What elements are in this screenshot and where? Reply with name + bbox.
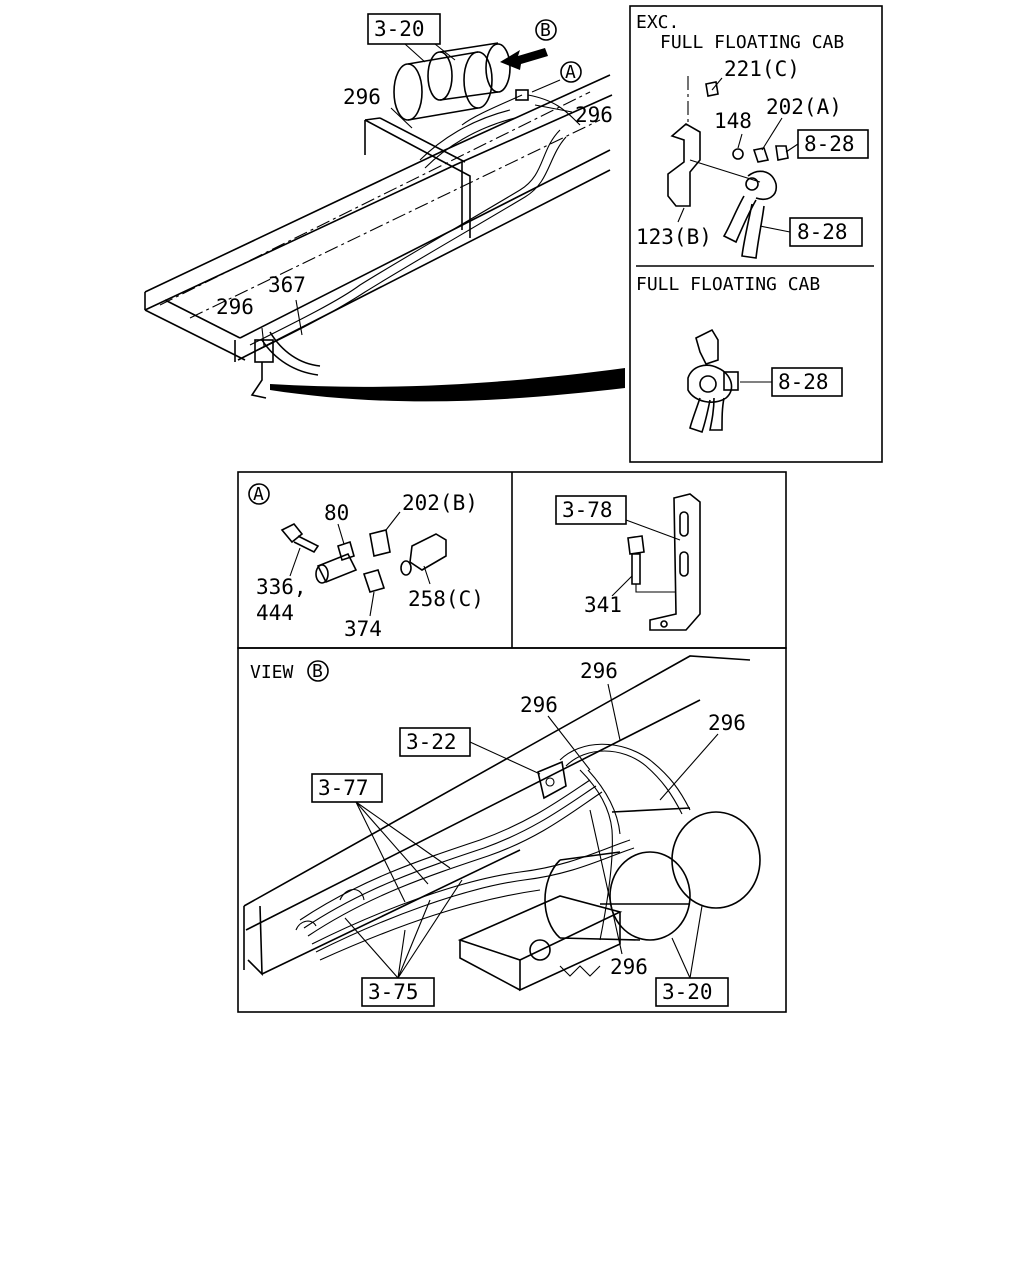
ref-3-20-top: 3-20: [374, 17, 425, 41]
ref-3-20: 3-20: [662, 980, 713, 1004]
inset-exc-section: EXC. FULL FLOATING CAB 221(C) 202(A) 148…: [636, 12, 869, 259]
part-296-c: 296: [216, 295, 254, 319]
bracket-section: 3-78 341: [555, 493, 701, 631]
view-b-panel-marker: B: [312, 661, 323, 682]
part-296-vb-2: 296: [520, 693, 558, 717]
main-chassis-drawing: [144, 42, 625, 402]
part-80: 80: [324, 501, 349, 525]
detail-a-panel-circle-icon: [248, 483, 270, 505]
bolt-221c-icon: [705, 81, 719, 97]
inset-exc-title-2: FULL FLOATING CAB: [660, 32, 844, 53]
ref-3-22: 3-22: [406, 730, 457, 754]
ref-3-77: 3-77: [318, 776, 369, 800]
ref-8-28-b: 8-28: [797, 220, 848, 244]
detail-a-panel-marker: A: [253, 484, 264, 505]
view-b-panel-circle-icon: [307, 660, 329, 682]
inset-panel: [629, 5, 883, 463]
ref-box-8-28-a: [797, 129, 869, 159]
fitting-202b-icon: [369, 529, 391, 557]
view-b-marker: B: [540, 20, 551, 41]
view-b-title: VIEW: [250, 662, 294, 683]
part-221c: 221(C): [724, 57, 800, 81]
part-341: 341: [584, 593, 622, 617]
ref-box-3-20-top: [367, 13, 441, 45]
ref-box-3-75: [361, 977, 435, 1007]
bracket-3-78-icon: [649, 493, 701, 631]
union-258c-icon: [409, 533, 447, 571]
part-296-a: 296: [343, 85, 381, 109]
view-b-panel: [237, 647, 787, 1013]
part-367: 367: [268, 273, 306, 297]
bolt-336-icon: [280, 522, 304, 544]
part-374: 374: [344, 617, 382, 641]
view-b-section: VIEW B: [243, 655, 761, 1007]
part-296-vb-4: 296: [610, 955, 648, 979]
detail-a-circle-icon: [560, 61, 582, 83]
view-b-circle-icon: [535, 19, 557, 41]
view-arrow-icon: [500, 48, 548, 70]
ref-8-28-a: 8-28: [804, 132, 855, 156]
part-202b: 202(B): [402, 491, 478, 515]
ref-box-3-77: [311, 773, 383, 803]
ref-box-3-22: [399, 727, 471, 757]
part-123b: 123(B): [636, 225, 712, 249]
part-296-vb-3: 296: [708, 711, 746, 735]
part-202a: 202(A): [766, 95, 842, 119]
part-148: 148: [714, 109, 752, 133]
tee-fitting-80-icon: [316, 552, 358, 584]
part-258c: 258(C): [408, 587, 484, 611]
detail-a-marker: A: [565, 62, 576, 83]
bolt-341-icon: [627, 535, 645, 555]
nut-202a-icon: [752, 147, 770, 163]
part-336: 336,: [256, 575, 307, 599]
inset-exc-title-1: EXC.: [636, 12, 679, 33]
detail-a-section: A 80 202(B) 336, 444 374 258(C): [248, 483, 484, 641]
ref-box-3-20: [655, 977, 729, 1007]
washer-148-icon: [732, 148, 744, 160]
inset-ffc-title: FULL FLOATING CAB: [636, 274, 820, 295]
part-444: 444: [256, 601, 294, 625]
middle-panels: [237, 471, 787, 649]
elbow-374-icon: [362, 569, 386, 593]
main-labels: 3-20 B A 296 296 296 367: [216, 13, 613, 319]
part-296-vb-1: 296: [580, 659, 618, 683]
part-296-b: 296: [575, 103, 613, 127]
ref-8-28-ffc: 8-28: [778, 370, 829, 394]
inset-ffc-section: FULL FLOATING CAB 8-28: [636, 274, 843, 434]
ref-3-75: 3-75: [368, 980, 419, 1004]
ref-3-78: 3-78: [562, 498, 613, 522]
ref-box-3-78: [555, 495, 627, 525]
